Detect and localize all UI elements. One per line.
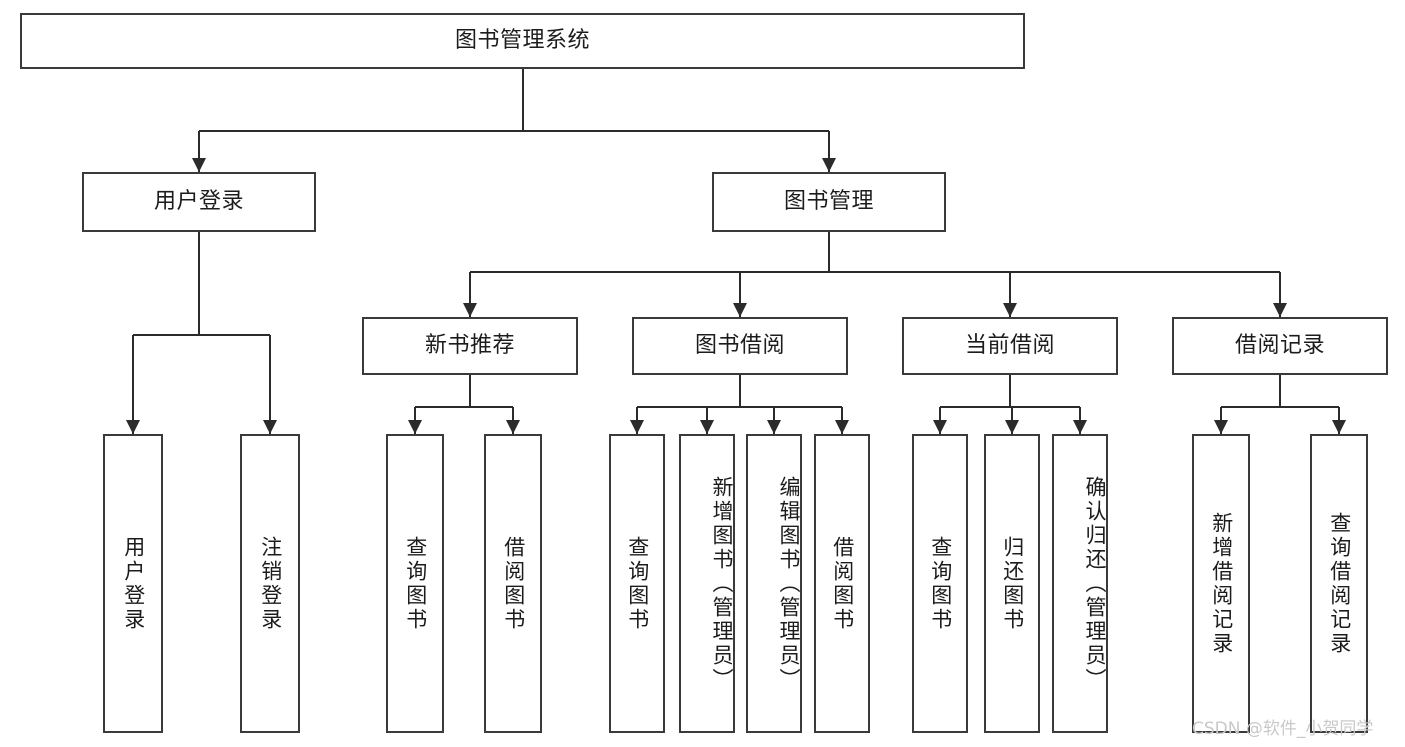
node-leaf-borrow-book-2[interactable]: 借阅图书 [814, 434, 870, 733]
connector-borrow-record-stem [1279, 375, 1281, 407]
connector-book-borrow-stem [739, 375, 741, 407]
arrowhead-icon [700, 420, 714, 434]
node-leaf-return-book-label: 归还图书 [1000, 535, 1025, 632]
node-borrow-record[interactable]: 借阅记录 [1172, 317, 1388, 375]
node-borrow-record-label: 借阅记录 [1234, 332, 1325, 358]
arrowhead-icon [192, 158, 206, 172]
node-leaf-query-borrow-record-label: 查询借阅记录 [1327, 511, 1352, 656]
node-leaf-confirm-return-admin[interactable]: 确认归还（管理员） [1052, 434, 1108, 733]
node-book-borrow-label: 图书借阅 [694, 332, 785, 358]
arrowhead-icon [506, 420, 520, 434]
node-leaf-user-login[interactable]: 用户登录 [103, 434, 163, 733]
node-root-label: 图书管理系统 [454, 27, 590, 53]
arrowhead-icon [1273, 303, 1287, 317]
arrowhead-icon [1332, 420, 1346, 434]
connector-root-stem [521, 69, 524, 131]
node-leaf-query-borrow-record[interactable]: 查询借阅记录 [1310, 434, 1368, 733]
node-leaf-logout-login[interactable]: 注销登录 [240, 434, 300, 733]
connector-user-login-to-leaf [132, 335, 134, 434]
node-leaf-logout-login-label: 注销登录 [258, 535, 283, 632]
node-leaf-edit-book-admin-label: 编辑图书（管理员） [777, 475, 801, 692]
node-leaf-query-book-3[interactable]: 查询图书 [912, 434, 968, 733]
node-leaf-confirm-return-admin-label: 确认归还（管理员） [1083, 475, 1107, 692]
arrowhead-icon [630, 420, 644, 434]
connector-new-book-recommend-bus [415, 406, 513, 408]
node-leaf-query-book-3-label: 查询图书 [928, 535, 953, 632]
connector-new-book-recommend-stem [469, 375, 471, 407]
connector-book-manage-to-child [469, 272, 471, 317]
connector-book-manage-to-child [1279, 272, 1281, 317]
arrowhead-icon [733, 303, 747, 317]
arrowhead-icon [1214, 420, 1228, 434]
arrowhead-icon [767, 420, 781, 434]
node-leaf-add-book-admin-label: 新增图书（管理员） [710, 475, 734, 692]
node-leaf-user-login-label: 用户登录 [121, 535, 146, 632]
node-leaf-query-book-1[interactable]: 查询图书 [386, 434, 444, 733]
arrowhead-icon [1073, 420, 1087, 434]
node-current-borrow-label: 当前借阅 [964, 332, 1055, 358]
node-leaf-return-book[interactable]: 归还图书 [984, 434, 1040, 733]
arrowhead-icon [1003, 303, 1017, 317]
arrowhead-icon [822, 158, 836, 172]
node-leaf-borrow-book-1-label: 借阅图书 [501, 535, 526, 632]
node-leaf-borrow-book-1[interactable]: 借阅图书 [484, 434, 542, 733]
connector-borrow-record-bus [1221, 406, 1339, 408]
arrowhead-icon [835, 420, 849, 434]
connector-book-borrow-bus [637, 406, 842, 408]
arrowhead-icon [263, 420, 277, 434]
node-leaf-add-borrow-record-label: 新增借阅记录 [1209, 511, 1234, 656]
arrowhead-icon [408, 420, 422, 434]
connector-book-manage-to-child [1009, 272, 1011, 317]
node-root[interactable]: 图书管理系统 [20, 13, 1025, 69]
connector-user-login-bus [133, 334, 270, 336]
node-book-manage-label: 图书管理 [783, 188, 874, 214]
connector-book-manage-to-child [739, 272, 741, 317]
node-user-login[interactable]: 用户登录 [82, 172, 316, 232]
node-leaf-query-book-2[interactable]: 查询图书 [609, 434, 665, 733]
node-current-borrow[interactable]: 当前借阅 [902, 317, 1118, 375]
node-new-book-recommend-label: 新书推荐 [424, 332, 515, 358]
node-user-login-label: 用户登录 [153, 188, 244, 214]
arrowhead-icon [463, 303, 477, 317]
connector-root-to-child [198, 131, 200, 172]
arrowhead-icon [1005, 420, 1019, 434]
connector-book-manage-stem [828, 232, 830, 272]
node-leaf-add-borrow-record[interactable]: 新增借阅记录 [1192, 434, 1250, 733]
connector-root-to-child [828, 131, 830, 172]
connector-book-manage-bus [470, 271, 1280, 273]
connector-current-borrow-stem [1009, 375, 1011, 407]
node-leaf-query-book-2-label: 查询图书 [625, 535, 650, 632]
node-book-borrow[interactable]: 图书借阅 [632, 317, 848, 375]
node-book-manage[interactable]: 图书管理 [712, 172, 946, 232]
connector-user-login-to-leaf [269, 335, 271, 434]
node-leaf-borrow-book-2-label: 借阅图书 [830, 535, 855, 632]
connector-current-borrow-bus [940, 406, 1080, 408]
connector-root-bus [199, 130, 829, 132]
connector-user-login-stem [198, 232, 200, 335]
node-leaf-add-book-admin[interactable]: 新增图书（管理员） [679, 434, 735, 733]
node-new-book-recommend[interactable]: 新书推荐 [362, 317, 578, 375]
node-leaf-edit-book-admin[interactable]: 编辑图书（管理员） [746, 434, 802, 733]
arrowhead-icon [933, 420, 947, 434]
arrowhead-icon [126, 420, 140, 434]
node-leaf-query-book-1-label: 查询图书 [403, 535, 428, 632]
